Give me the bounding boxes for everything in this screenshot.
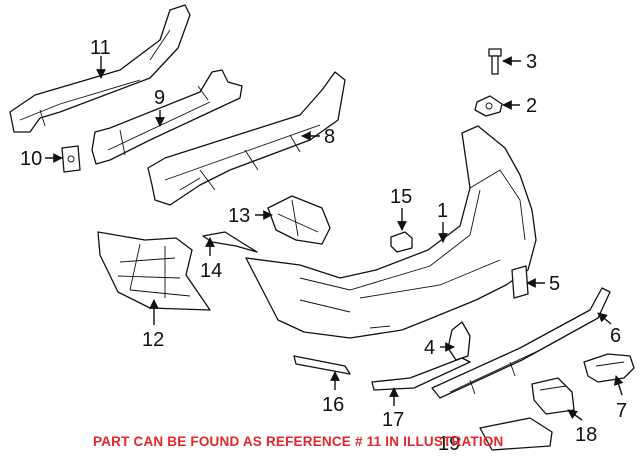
callout-8: 8 xyxy=(324,126,335,148)
reference-footnote: PART CAN BE FOUND AS REFERENCE # 11 IN I… xyxy=(93,434,504,449)
part-4-bracket xyxy=(447,321,471,361)
part-16-trim-strip xyxy=(293,355,351,375)
callout-17: 17 xyxy=(382,409,404,431)
callout-9: 9 xyxy=(154,87,165,109)
part-6-diffuser-strip xyxy=(431,287,611,399)
callout-16: 16 xyxy=(322,394,344,416)
part-10-clip xyxy=(61,145,81,173)
part-12-side-liner xyxy=(97,231,211,311)
callout-18: 18 xyxy=(575,424,597,446)
part-13-bracket xyxy=(267,195,331,245)
callout-5: 5 xyxy=(549,273,560,295)
callout-7: 7 xyxy=(616,400,627,422)
leader-lines xyxy=(45,56,624,421)
callout-1: 1 xyxy=(437,200,448,222)
callout-4: 4 xyxy=(424,337,435,359)
callout-12: 12 xyxy=(142,329,164,351)
part-11-bumper-reinforcement xyxy=(9,4,191,133)
callout-14: 14 xyxy=(200,260,222,282)
part-15-clip xyxy=(390,231,413,253)
callout-10: 10 xyxy=(20,148,42,170)
callout-13: 13 xyxy=(228,205,250,227)
part-19-pad xyxy=(479,417,553,451)
part-8-impact-bar xyxy=(147,71,346,206)
part-17-trim-strip xyxy=(371,357,471,391)
part-1-bumper-cover xyxy=(245,125,537,339)
part-18-module xyxy=(531,377,575,415)
part-7-exhaust-tip xyxy=(583,353,635,383)
callout-2: 2 xyxy=(526,95,537,117)
callout-11: 11 xyxy=(90,37,111,59)
part-2-nut xyxy=(474,95,503,117)
callout-3: 3 xyxy=(526,51,537,73)
callout-15: 15 xyxy=(390,186,412,208)
part-9-impact-absorber xyxy=(91,69,243,165)
callout-6: 6 xyxy=(610,325,621,347)
part-14-trim xyxy=(202,231,258,253)
callout-19: 19 xyxy=(438,433,460,455)
part-5-bracket xyxy=(511,265,529,299)
callout-labels: 11 9 10 8 3 2 13 15 1 14 12 5 6 4 16 17 … xyxy=(20,37,627,455)
part-3-bolt xyxy=(488,48,502,75)
